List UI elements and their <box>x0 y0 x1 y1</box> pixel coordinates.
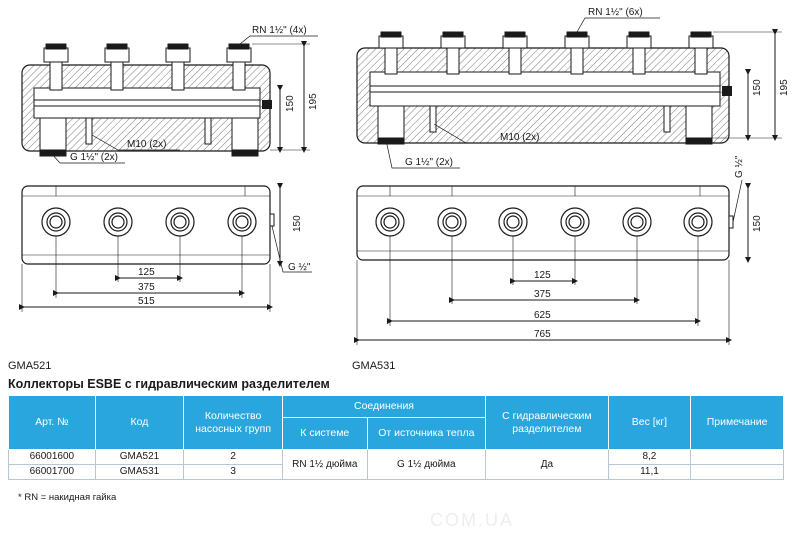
left-m10-label: M10 (2x) <box>127 139 166 150</box>
right-g-label: G 1½" (2x) <box>405 157 453 168</box>
left-plan-dim-150: 150 <box>292 215 303 232</box>
cell-code: GMA531 <box>94 464 185 480</box>
right-plan-dim-150: 150 <box>752 215 763 232</box>
cell-code: GMA521 <box>94 449 185 465</box>
right-rn-label: RN 1½" (6x) <box>588 7 643 18</box>
col-weight: Вес [кг] <box>607 395 692 450</box>
cell-weight: 8,2 <box>607 449 692 465</box>
model-label-right: GMA531 <box>352 360 396 372</box>
col-note: Примечание <box>690 395 784 450</box>
model-label-left: GMA521 <box>8 360 52 372</box>
cell-note <box>690 449 784 465</box>
col-code: Код <box>94 395 185 450</box>
col-separator: С гидравлическим разделителем <box>485 395 609 450</box>
left-width-515: 515 <box>138 296 155 307</box>
gma531-plan-view: 125 375 625 765 150 G ½" <box>354 155 763 345</box>
left-g-label: G 1½" (2x) <box>70 152 118 163</box>
col-groups: Количество насосных групп <box>183 395 283 450</box>
table-row: 66001600 GMA521 2 RN 1½ дюйма G 1½ дюйма… <box>8 449 784 480</box>
gma521-plan-view: 125 375 515 150 G ½" <box>19 183 312 312</box>
right-width-625: 625 <box>534 310 551 321</box>
cell-weight: 11,1 <box>607 464 692 480</box>
right-g-half-label: G ½" <box>734 155 745 178</box>
spec-table: Арт. № Код Количество насосных групп Сое… <box>8 395 784 480</box>
left-dim-195: 195 <box>308 93 319 110</box>
right-dim-195: 195 <box>779 79 790 96</box>
gma521-side-view: 150 195 RN 1½" (4x) M10 (2x) G 1½" (2x) <box>21 25 319 164</box>
cell-art: 66001600 <box>8 449 96 465</box>
table-row: 66001700 GMA531 3 11,1 <box>8 464 784 480</box>
col-system: К системе <box>281 417 368 450</box>
cell-groups: 3 <box>183 464 283 480</box>
left-width-375: 375 <box>138 282 155 293</box>
cell-groups: 2 <box>183 449 283 465</box>
gma531-side-view: 150 195 RN 1½" (6x) M10 (2x) G 1½" (2x) <box>356 7 790 169</box>
cell-system: RN 1½ дюйма <box>281 449 368 480</box>
right-width-765: 765 <box>534 329 551 340</box>
left-width-125: 125 <box>138 267 155 278</box>
cell-source: G 1½ дюйма <box>366 449 487 480</box>
cell-art: 66001700 <box>8 464 96 480</box>
cell-separator: Да <box>485 449 609 480</box>
right-width-125: 125 <box>534 270 551 281</box>
left-rn-label: RN 1½" (4x) <box>252 25 307 36</box>
right-m10-label: M10 (2x) <box>500 132 539 143</box>
col-connections: Соединения <box>281 395 487 418</box>
cell-note <box>690 464 784 480</box>
right-dim-150: 150 <box>752 79 763 96</box>
left-g-half-label: G ½" <box>288 262 311 273</box>
col-source: От источника тепла <box>366 417 487 450</box>
table-heading: Коллекторы ESBE с гидравлическим раздели… <box>8 377 330 391</box>
technical-drawing: 150 195 RN 1½" (4x) M10 (2x) G 1½" (2x) <box>19 7 790 345</box>
col-art: Арт. № <box>8 395 96 450</box>
left-dim-150: 150 <box>285 95 296 112</box>
footnote: * RN = накидная гайка <box>18 492 117 503</box>
right-width-375: 375 <box>534 289 551 300</box>
watermark: COM.UA <box>430 510 514 530</box>
